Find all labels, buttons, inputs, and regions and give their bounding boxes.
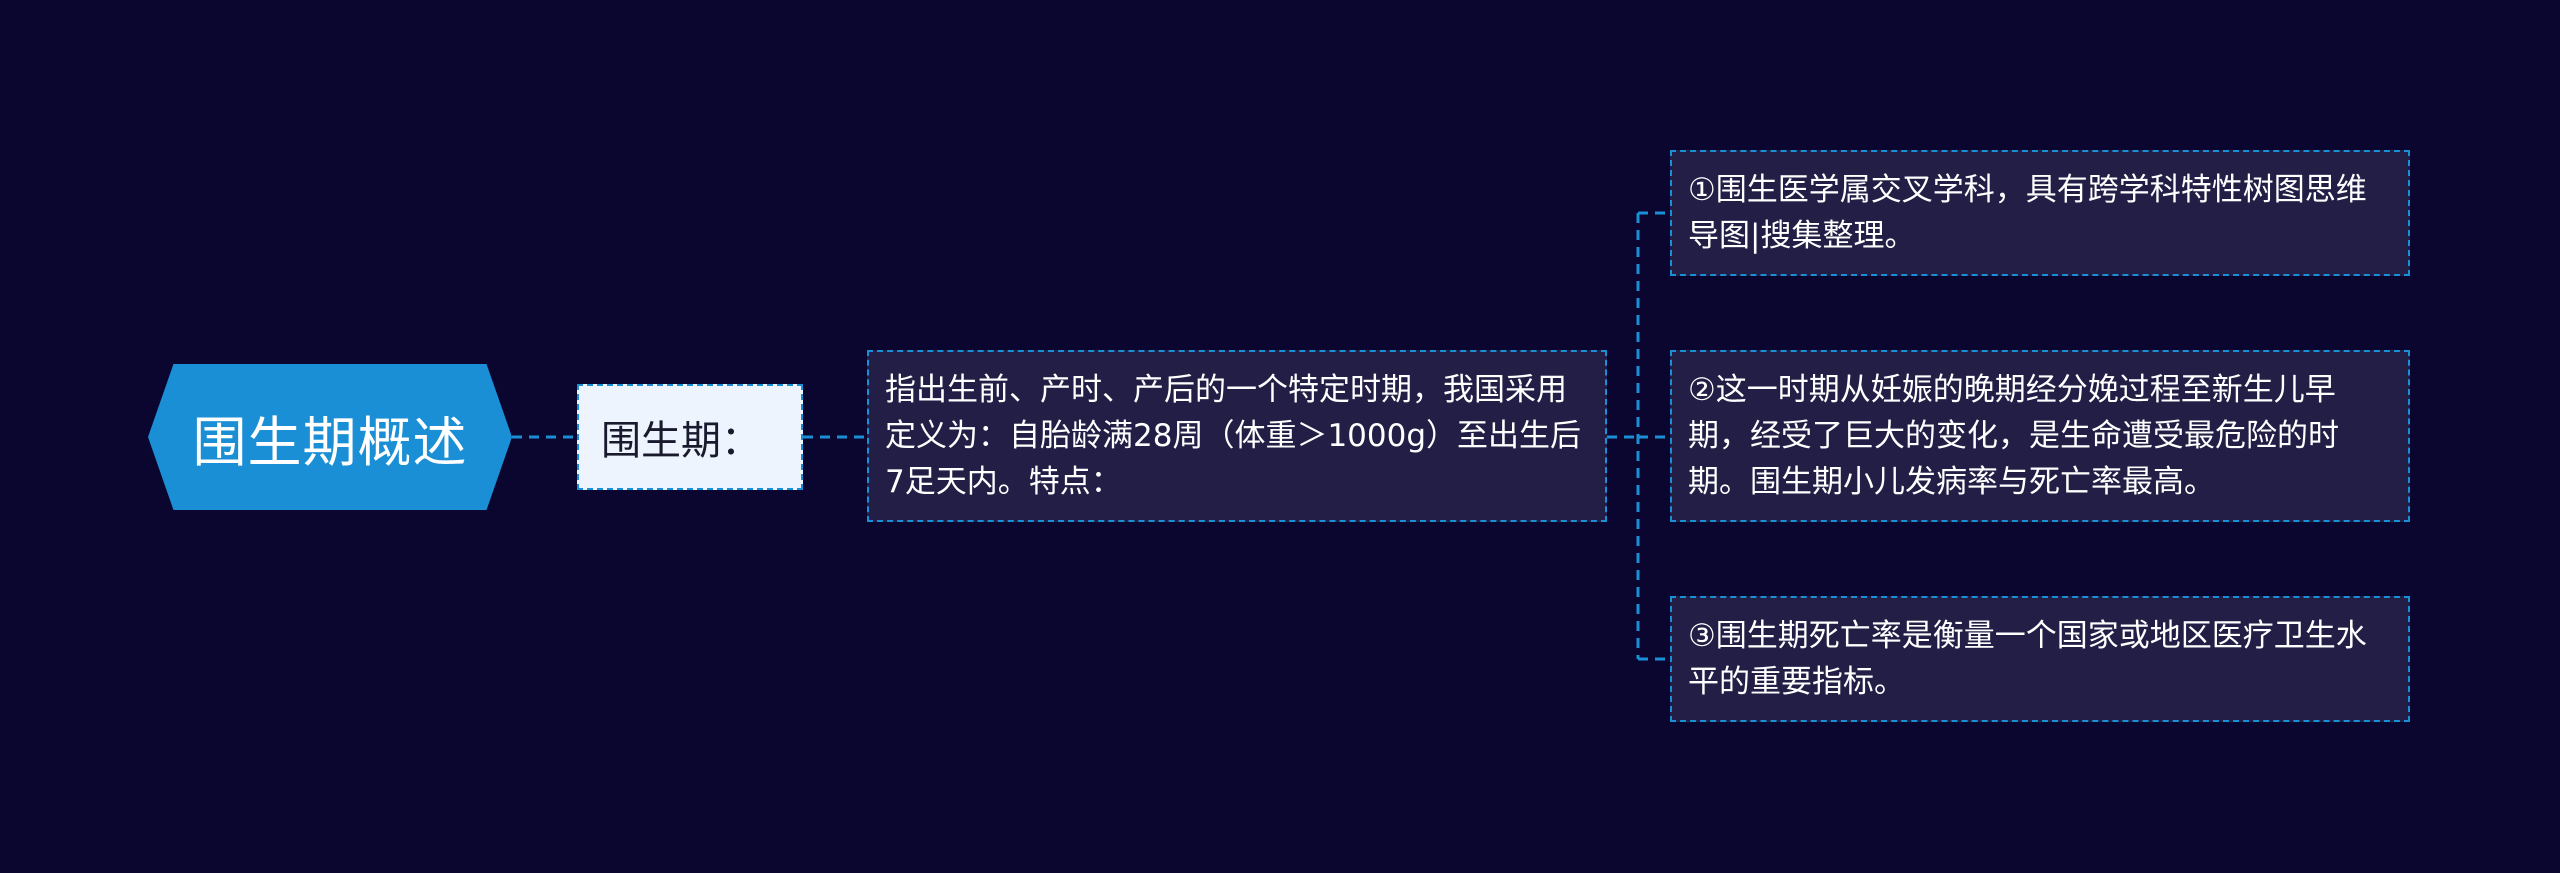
root-node[interactable]: 围生期概述 [148, 364, 512, 510]
level1-node[interactable]: 围生期： [577, 384, 803, 490]
level1-node-label: 围生期： [601, 418, 761, 464]
leaf-node-1-text: ①围生医学属交叉学科，具有跨学科特性树图思维导图|搜集整理。 [1688, 172, 2367, 254]
leaf-node-3-text: ③围生期死亡率是衡量一个国家或地区医疗卫生水平的重要指标。 [1688, 618, 2367, 700]
leaf-node-3[interactable]: ③围生期死亡率是衡量一个国家或地区医疗卫生水平的重要指标。 [1670, 596, 2410, 722]
root-node-label: 围生期概述 [192, 410, 468, 474]
level2-node-text: 指出生前、产时、产后的一个特定时期，我国采用定义为：自胎龄满28周（体重＞100… [885, 372, 1582, 500]
level2-node[interactable]: 指出生前、产时、产后的一个特定时期，我国采用定义为：自胎龄满28周（体重＞100… [867, 350, 1607, 522]
leaf-node-2-text: ②这一时期从妊娠的晚期经分娩过程至新生儿早期，经受了巨大的变化，是生命遭受最危险… [1688, 372, 2339, 500]
leaf-node-1[interactable]: ①围生医学属交叉学科，具有跨学科特性树图思维导图|搜集整理。 [1670, 150, 2410, 276]
leaf-node-2[interactable]: ②这一时期从妊娠的晚期经分娩过程至新生儿早期，经受了巨大的变化，是生命遭受最危险… [1670, 350, 2410, 522]
